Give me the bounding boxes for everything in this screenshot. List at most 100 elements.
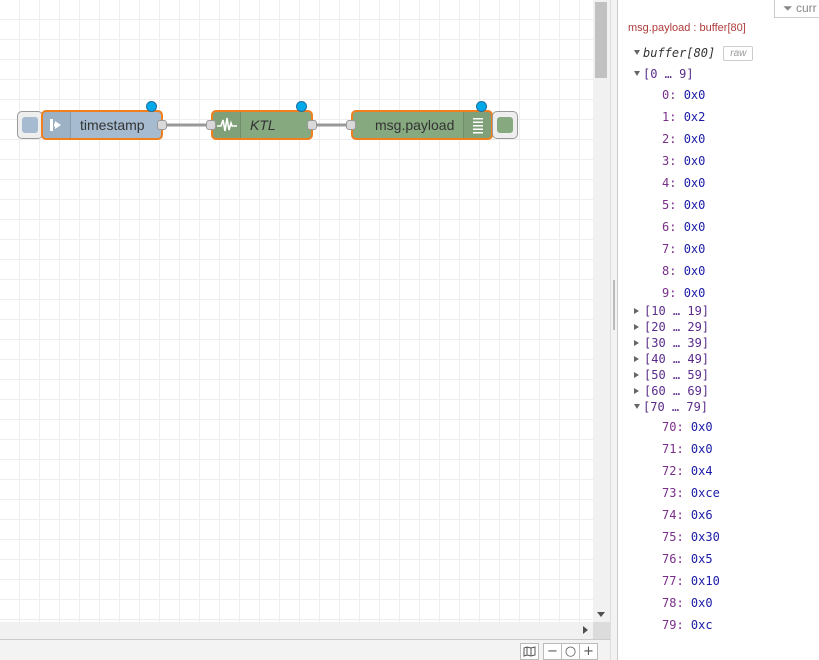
index-colon: : [669,176,684,190]
filter-icon: ⏷ [783,1,793,15]
array-value: 0x4 [690,464,713,478]
message-path[interactable]: msg.payload : buffer[80] [628,22,746,34]
array-item[interactable]: 3: 0x0 [662,154,705,168]
index-colon: : [676,552,691,566]
array-group-row[interactable]: [60 … 69] [634,384,709,398]
array-group-row[interactable]: [40 … 49] [634,352,709,366]
debug-toggle-button[interactable] [492,111,518,139]
collapse-triangle-icon [634,371,639,378]
array-item[interactable]: 4: 0x0 [662,176,705,190]
index-colon: : [669,220,684,234]
index-colon: : [676,442,691,456]
array-group-row[interactable]: [20 … 29] [634,320,709,334]
index-colon: : [669,198,684,212]
array-item[interactable]: 73: 0xce [662,486,720,500]
scrollbar-thumb[interactable] [595,2,607,78]
node-label: KTL [250,117,276,133]
array-value: 0x10 [690,574,720,588]
array-group-row[interactable]: [30 … 39] [634,336,709,350]
array-index: 7 [662,242,670,256]
array-item[interactable]: 9: 0x0 [662,286,705,300]
raw-toggle-button[interactable]: raw [723,46,754,61]
zoom-in-button[interactable]: + [579,643,598,660]
expand-triangle-icon [634,50,640,55]
array-index: 5 [662,198,670,212]
index-colon: : [676,574,691,588]
array-item[interactable]: 5: 0x0 [662,198,705,212]
array-item[interactable]: 77: 0x10 [662,574,720,588]
array-item[interactable]: 8: 0x0 [662,264,705,278]
inject-trigger-button[interactable] [17,111,43,139]
zoom-out-button[interactable]: − [543,643,562,660]
array-index: 6 [662,220,670,234]
changed-indicator [476,101,487,112]
array-index: 70 [662,420,677,434]
array-value: 0x0 [683,242,706,256]
pulse-wave-icon [213,112,241,138]
array-value: 0x0 [683,286,706,300]
array-index: 74 [662,508,677,522]
scroll-down-arrow-icon[interactable] [597,612,605,617]
zoom-reset-button[interactable]: ○ [561,643,580,660]
array-index: 79 [662,618,677,632]
array-item[interactable]: 2: 0x0 [662,132,705,146]
array-group-row[interactable]: [50 … 59] [634,368,709,382]
buffer-row[interactable]: buffer[80] raw [634,46,754,61]
array-item[interactable]: 0: 0x0 [662,88,705,102]
array-group-row[interactable]: [70 … 79] [634,400,708,414]
index-colon: : [676,508,691,522]
node-label: msg.payload [375,117,455,133]
scrollbar-corner [593,622,610,639]
index-colon: : [676,464,691,478]
array-item[interactable]: 71: 0x0 [662,442,713,456]
array-value: 0x0 [690,420,713,434]
filter-label: curr [795,1,817,15]
array-item[interactable]: 76: 0x5 [662,552,713,566]
array-item[interactable]: 79: 0xc [662,618,713,632]
workspace-vertical-scrollbar[interactable] [593,0,610,622]
array-index: 71 [662,442,677,456]
index-colon: : [676,530,691,544]
sidebar-resize-handle[interactable] [610,0,618,660]
array-value: 0xce [690,486,720,500]
array-index: 75 [662,530,677,544]
flow-workspace[interactable]: timestamp KTL msg.payload [0,0,593,622]
array-value: 0x2 [683,110,706,124]
array-index: 72 [662,464,677,478]
array-range-label: [60 … 69] [644,384,710,398]
function-node-ktl[interactable]: KTL [211,110,313,140]
array-item[interactable]: 7: 0x0 [662,242,705,256]
scroll-right-arrow-icon[interactable] [583,626,588,634]
input-port[interactable] [346,120,356,130]
array-item[interactable]: 78: 0x0 [662,596,713,610]
output-port[interactable] [307,120,317,130]
collapse-triangle-icon [634,355,639,362]
collapse-triangle-icon [634,387,639,394]
array-group-row[interactable]: [0 … 9] [634,67,694,81]
buffer-label: buffer[80] [643,46,716,60]
array-group-row[interactable]: [10 … 19] [634,304,709,318]
node-label: timestamp [80,117,145,133]
array-item[interactable]: 75: 0x30 [662,530,720,544]
array-item[interactable]: 74: 0x6 [662,508,713,522]
debug-node-msg-payload[interactable]: msg.payload [351,110,493,140]
inject-node-timestamp[interactable]: timestamp [41,110,163,140]
array-item[interactable]: 6: 0x0 [662,220,705,234]
index-colon: : [676,618,691,632]
array-item[interactable]: 1: 0x2 [662,110,705,124]
input-port[interactable] [206,120,216,130]
workspace-horizontal-scrollbar[interactable] [0,622,593,639]
array-index: 3 [662,154,670,168]
index-colon: : [669,88,684,102]
array-index: 9 [662,286,670,300]
array-value: 0x5 [690,552,713,566]
expand-triangle-icon [634,404,640,409]
debug-filter-button[interactable]: ⏷ curr [774,0,819,18]
navigator-map-button[interactable] [520,643,539,660]
output-port[interactable] [157,120,167,130]
array-item[interactable]: 72: 0x4 [662,464,713,478]
array-value: 0x0 [690,596,713,610]
array-range-label: [0 … 9] [643,67,694,81]
array-value: 0x0 [683,220,706,234]
array-item[interactable]: 70: 0x0 [662,420,713,434]
